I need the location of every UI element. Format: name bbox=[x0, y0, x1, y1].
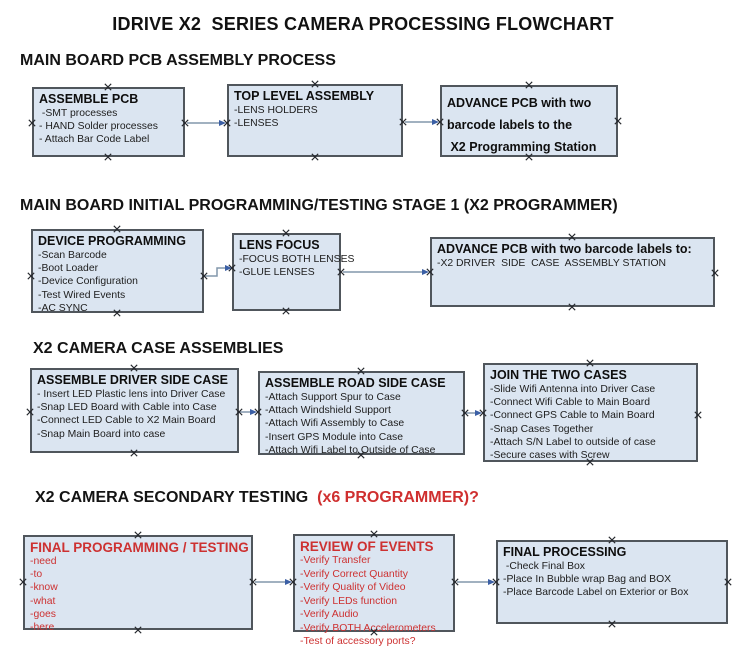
box-title: ADVANCE PCB with two barcode labels to: bbox=[437, 242, 692, 256]
list-item: -Slide Wifi Antenna into Driver Case bbox=[490, 384, 656, 395]
list-item: -Verify Quality of Video bbox=[300, 582, 406, 593]
list-item: -Test of accessory ports? bbox=[300, 636, 416, 647]
box-items: -LENS HOLDERS -LENSES bbox=[234, 104, 396, 130]
section-heading-case-assemblies: X2 CAMERA CASE ASSEMBLIES bbox=[33, 340, 284, 357]
list-item: -Attach Support Spur to Case bbox=[265, 392, 401, 403]
list-item: -Attach S/N Label to outside of case bbox=[490, 436, 656, 448]
flow-arrow bbox=[204, 265, 232, 277]
list-item: -X2 DRIVER SIDE CASE ASSEMBLY STATION bbox=[437, 258, 667, 269]
heading-black-part: X2 CAMERA SECONDARY TESTING bbox=[35, 489, 318, 506]
box-items: -Slide Wifi Antenna into Driver Case -Con… bbox=[490, 383, 691, 462]
list-item: -LENSES bbox=[234, 118, 279, 130]
list-item: -to bbox=[30, 569, 43, 581]
list-item: -goes bbox=[30, 608, 56, 620]
list-item: -Connect Wifi Cable to Main Board bbox=[490, 397, 650, 409]
box-title: LENS FOCUS bbox=[239, 238, 320, 252]
box-title: FINAL PROGRAMMING / TESTING bbox=[30, 540, 249, 555]
list-item: -Attach Wifi Label to Outside of Case bbox=[265, 444, 436, 456]
box-items: -FOCUS BOTH LENSES -GLUE LENSES bbox=[239, 253, 355, 279]
heading-red-part: (x6 PROGRAMMER)? bbox=[317, 489, 479, 506]
box-title: DEVICE PROGRAMMING bbox=[38, 234, 186, 248]
box-items: -Verify Transfer -Verify Correct Quantity… bbox=[300, 554, 448, 649]
list-item: -Verify Correct Quantity bbox=[300, 568, 408, 580]
list-item: -LENS HOLDERS bbox=[234, 105, 318, 116]
box-title: REVIEW OF EVENTS bbox=[300, 539, 434, 554]
list-item: -Place Barcode Label on Exterior or Box bbox=[503, 587, 689, 599]
list-item: -Connect LED Cable to X2 Main Board bbox=[37, 415, 216, 427]
box-items: -Attach Support Spur to Case -Attach Wind… bbox=[265, 391, 458, 457]
list-item: ADVANCE PCB with two bbox=[447, 96, 592, 110]
box-title: TOP LEVEL ASSEMBLY bbox=[234, 89, 375, 103]
box-title: ASSEMBLE ROAD SIDE CASE bbox=[265, 376, 446, 390]
flow-box-device-programming: DEVICE PROGRAMMING -Scan Barcode -Boot Lo… bbox=[31, 229, 204, 315]
flow-box-advance-to-case-assembly-station: ADVANCE PCB with two barcode labels to: … bbox=[430, 237, 715, 307]
list-item: -Attach Windshield Support bbox=[265, 405, 391, 417]
flow-box-lens-focus: LENS FOCUS -FOCUS BOTH LENSES -GLUE LENSE… bbox=[232, 233, 355, 311]
list-item: - Insert LED Plastic lens into Driver Ca… bbox=[37, 389, 226, 400]
page-title: IDRIVE X2 SERIES CAMERA PROCESSING FLOWC… bbox=[112, 14, 614, 34]
list-item: -Attach Wifi Assembly to Case bbox=[265, 418, 405, 430]
list-item: -Boot Loader bbox=[38, 263, 99, 275]
list-item: -here bbox=[30, 622, 55, 634]
flow-box-assemble-driver-side-case: ASSEMBLE DRIVER SIDE CASE - Insert LED P… bbox=[30, 368, 239, 453]
list-item: -Scan Barcode bbox=[38, 250, 107, 261]
list-item: -Snap Main Board into case bbox=[37, 428, 166, 440]
box-title: JOIN THE TWO CASES bbox=[490, 368, 627, 382]
box-text-lines: ADVANCE PCB with two barcode labels to th… bbox=[447, 92, 611, 158]
flow-box-advance-to-programming-station: ADVANCE PCB with two barcode labels to th… bbox=[440, 85, 618, 157]
list-item: -Snap LED Board with Cable into Case bbox=[37, 402, 217, 414]
flow-box-review-of-events: REVIEW OF EVENTS -Verify Transfer-Verify… bbox=[293, 534, 455, 647]
list-item: -AC SYNC bbox=[38, 302, 88, 314]
list-item: -SMT processes bbox=[39, 108, 118, 119]
list-item: -Device Configuration bbox=[38, 276, 138, 288]
section-heading-initial-programming: MAIN BOARD INITIAL PROGRAMMING/TESTING S… bbox=[20, 197, 618, 214]
box-title: ASSEMBLE DRIVER SIDE CASE bbox=[37, 373, 229, 387]
box-items: -need -to-know-what-goes -here bbox=[30, 555, 246, 634]
list-item: -Test Wired Events bbox=[38, 289, 126, 301]
list-item: X2 Programming Station bbox=[447, 140, 597, 154]
flow-box-final-processing: FINAL PROCESSING -Check Final Box -Place … bbox=[496, 540, 728, 624]
flow-box-final-programming-testing: FINAL PROGRAMMING / TESTING -need -to-kno… bbox=[23, 535, 253, 633]
list-item: - HAND Solder processes bbox=[39, 121, 158, 133]
box-items: - Insert LED Plastic lens into Driver Ca… bbox=[37, 388, 232, 441]
list-item: barcode labels to the bbox=[447, 118, 573, 132]
flow-box-assemble-road-side-case: ASSEMBLE ROAD SIDE CASE -Attach Support … bbox=[258, 371, 465, 457]
list-item: -Connect GPS Cable to Main Board bbox=[490, 410, 655, 422]
flow-box-top-level-assembly: TOP LEVEL ASSEMBLY -LENS HOLDERS -LENSES bbox=[227, 84, 403, 157]
flow-box-assemble-pcb: ASSEMBLE PCB -SMT processes - HAND Solder… bbox=[32, 87, 185, 157]
list-item: -know bbox=[30, 582, 58, 594]
list-item: -Verify Audio bbox=[300, 609, 359, 620]
list-item: - Attach Bar Code Label bbox=[39, 134, 150, 146]
list-item: -Secure cases with Screw bbox=[490, 450, 610, 462]
box-items: -X2 DRIVER SIDE CASE ASSEMBLY STATION bbox=[437, 257, 708, 270]
list-item: -Snap Cases Together bbox=[490, 423, 594, 435]
list-item: -Verify LEDs function bbox=[300, 595, 398, 607]
box-items: -Check Final Box -Place In Bubble wrap Ba… bbox=[503, 560, 721, 600]
box-title: ASSEMBLE PCB bbox=[39, 92, 139, 106]
list-item: -FOCUS BOTH LENSES bbox=[239, 254, 355, 265]
list-item: -need bbox=[30, 556, 57, 567]
section-heading-secondary-testing: X2 CAMERA SECONDARY TESTING (x6 PROGRAMM… bbox=[35, 489, 479, 507]
list-item: -Place In Bubble wrap Bag and BOX bbox=[503, 574, 672, 586]
list-item: -Verify Transfer bbox=[300, 555, 371, 566]
list-item: -Verify BOTH Accelerometers bbox=[300, 622, 436, 634]
section-heading-pcb-assembly: MAIN BOARD PCB ASSEMBLY PROCESS bbox=[20, 52, 336, 69]
box-items: -SMT processes - HAND Solder processes- A… bbox=[39, 107, 178, 147]
box-items: -Scan Barcode -Boot Loader-Device Configu… bbox=[38, 249, 197, 315]
list-item: -GLUE LENSES bbox=[239, 267, 315, 279]
list-item: -what bbox=[30, 595, 56, 607]
flow-box-join-the-two-cases: JOIN THE TWO CASES -Slide Wifi Antenna i… bbox=[483, 363, 698, 462]
list-item: -Check Final Box bbox=[503, 561, 585, 572]
list-item: -Insert GPS Module into Case bbox=[265, 431, 404, 443]
box-title: FINAL PROCESSING bbox=[503, 545, 627, 559]
